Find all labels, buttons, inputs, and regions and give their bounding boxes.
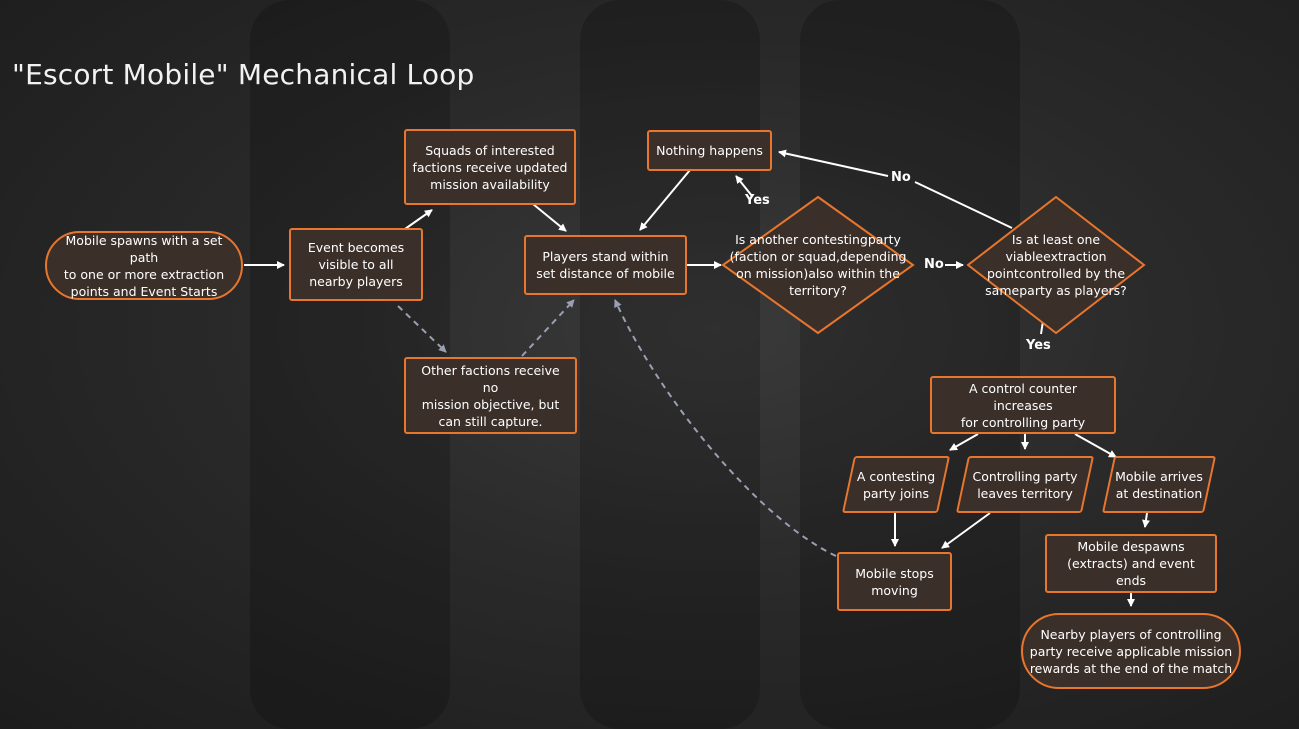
- background-figure: [580, 0, 760, 729]
- page-title: "Escort Mobile" Mechanical Loop: [12, 58, 475, 91]
- arrow-leaves-to-stops: [941, 512, 991, 549]
- arrow-counter-to-arrives: [1074, 433, 1117, 458]
- dashed-arrow-event-to-other: [397, 305, 447, 353]
- arrow-event-to-squads: [404, 209, 433, 230]
- edge-label-no-contest: No: [924, 257, 944, 272]
- dashed-arrow-other-to-players: [521, 299, 575, 357]
- dashed-arrow-stops-to-players: [614, 299, 837, 557]
- arrow-contest-yes-to-nothing: [735, 175, 753, 197]
- node-mobile-despawns: Mobile despawns(extracts) and event ends: [1045, 534, 1217, 593]
- node-nothing-happens: Nothing happens: [647, 130, 772, 171]
- arrow-arrives-to-despawns: [1142, 512, 1150, 528]
- edge-label-no-viable: No: [891, 170, 911, 185]
- edge-label-yes-contest: Yes: [745, 193, 770, 208]
- arrow-nothing-to-players: [639, 169, 691, 231]
- arrow-squads-to-players: [532, 203, 567, 232]
- edge-label-yes-viable: Yes: [1026, 338, 1051, 353]
- node-another-contesting: Is another contestingparty (faction or s…: [721, 195, 915, 335]
- arrow-viable-no-to-nothing-a: [914, 181, 1013, 229]
- arrow-viable-no-to-nothing-b: [778, 149, 889, 177]
- arrow-counter-to-joins: [949, 433, 979, 451]
- node-viable-extraction: Is at least one viableextraction pointco…: [966, 195, 1146, 335]
